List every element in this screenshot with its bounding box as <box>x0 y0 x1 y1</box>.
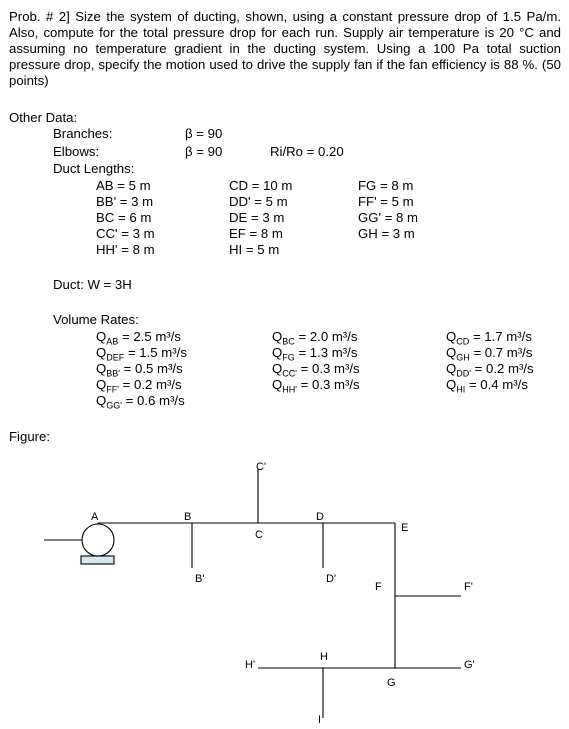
node-c-prime: C' <box>256 461 266 473</box>
volume-rate: QDD' = 0.2 m³/s <box>446 361 534 379</box>
duct-lengths-label: Duct Lengths: <box>53 161 135 176</box>
node-g-prime: G' <box>464 659 475 671</box>
length-item: CC' = 3 m <box>96 226 155 241</box>
node-f-prime: F' <box>464 581 473 593</box>
length-item: GH = 3 m <box>358 226 415 241</box>
volume-rate: QFG = 1.3 m³/s <box>272 345 358 363</box>
duct-shape: Duct: W = 3H <box>53 277 132 292</box>
length-item: DE = 3 m <box>229 210 285 225</box>
node-h: H <box>320 651 328 663</box>
node-a: A <box>91 511 99 523</box>
problem-statement: Prob. # 2] Size the system of ducting, s… <box>9 9 561 88</box>
volume-rate: QCD = 1.7 m³/s <box>446 329 532 347</box>
volume-rate: QDEF = 1.5 m³/s <box>96 345 187 363</box>
other-data-heading: Other Data: <box>9 110 78 125</box>
volume-rate: QHI = 0.4 m³/s <box>446 377 528 395</box>
fan-base <box>80 555 115 565</box>
length-item: HH' = 8 m <box>96 242 155 257</box>
volume-rate: QAB = 2.5 m³/s <box>96 329 181 347</box>
node-g: G <box>387 677 396 689</box>
length-item: DD' = 5 m <box>229 194 288 209</box>
node-d-prime: D' <box>326 573 336 585</box>
volume-rates-label: Volume Rates: <box>53 312 139 327</box>
node-b: B <box>184 511 191 523</box>
branches-value: β = 90 <box>185 126 223 141</box>
node-i: I <box>318 714 321 726</box>
volume-rate: QFF' = 0.2 m³/s <box>96 377 182 395</box>
length-item: GG' = 8 m <box>358 210 419 225</box>
volume-rate: QBB' = 0.5 m³/s <box>96 361 183 379</box>
volume-rate: QGH = 0.7 m³/s <box>446 345 533 363</box>
elbows-value: β = 90 <box>185 144 223 159</box>
fan-icon <box>81 523 115 557</box>
length-item: BC = 6 m <box>96 210 152 225</box>
figure-label: Figure: <box>9 429 51 444</box>
length-item: HI = 5 m <box>229 242 280 257</box>
branches-label: Branches: <box>53 126 113 141</box>
length-item: AB = 5 m <box>96 178 151 193</box>
length-item: FF' = 5 m <box>358 194 414 209</box>
node-d: D <box>316 511 324 523</box>
node-f: F <box>375 581 382 593</box>
radius-ratio: Ri/Ro = 0.20 <box>270 144 344 159</box>
length-item: BB' = 3 m <box>96 194 154 209</box>
node-b-prime: B' <box>195 573 204 585</box>
length-item: FG = 8 m <box>358 178 414 193</box>
volume-rate: QBC = 2.0 m³/s <box>272 329 358 347</box>
length-item: EF = 8 m <box>229 226 283 241</box>
volume-rate: QCC' = 0.3 m³/s <box>272 361 360 379</box>
elbows-label: Elbows: <box>53 144 100 159</box>
length-item: CD = 10 m <box>229 178 293 193</box>
volume-rate: QHH' = 0.3 m³/s <box>272 377 360 395</box>
node-c: C <box>255 529 263 541</box>
volume-rate: QGG' = 0.6 m³/s <box>96 393 185 411</box>
node-h-prime: H' <box>245 659 255 671</box>
node-e: E <box>401 522 408 534</box>
